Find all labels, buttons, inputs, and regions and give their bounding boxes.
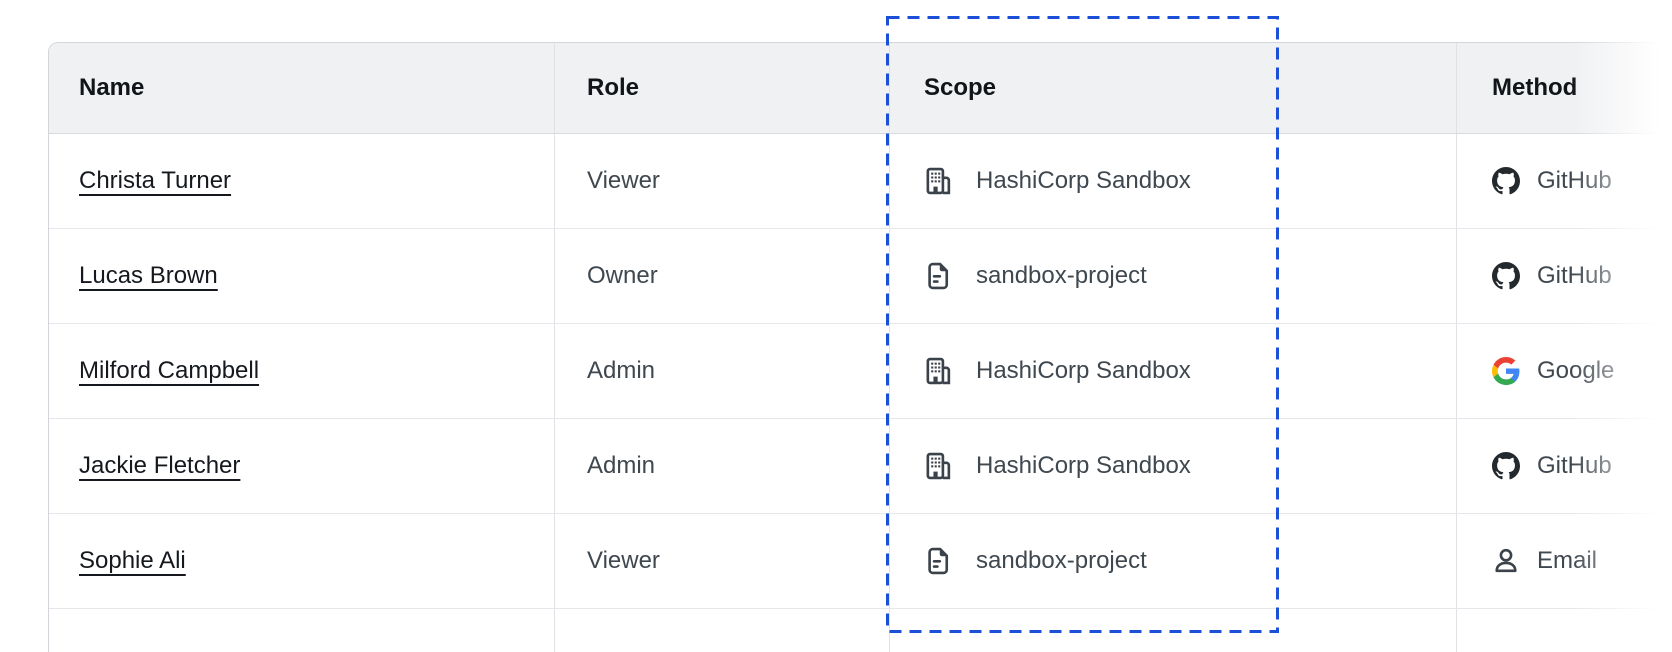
member-name-link[interactable]: Milford Campbell — [79, 357, 260, 384]
person-icon — [1492, 547, 1520, 575]
scope-cell: sandbox-project — [889, 229, 1456, 323]
method-cell: GitHub — [1456, 419, 1672, 513]
column-header-label: Scope — [924, 74, 997, 101]
column-header-label: Role — [587, 74, 640, 101]
name-cell: Milford Campbell — [49, 324, 554, 418]
organization-icon — [924, 167, 952, 195]
column-header-role: Role — [554, 43, 889, 133]
file-icon — [924, 547, 952, 575]
role-label: Owner — [587, 262, 658, 289]
member-name-link[interactable]: Sophie Ali — [79, 547, 186, 574]
scope-label: HashiCorp Sandbox — [976, 452, 1191, 479]
role-cell: Viewer — [554, 134, 889, 228]
method-label: GitHub — [1537, 262, 1612, 289]
role-cell: Admin — [554, 324, 889, 418]
scope-label: HashiCorp Sandbox — [976, 167, 1191, 194]
github-icon — [1492, 452, 1520, 480]
organization-icon — [924, 357, 952, 385]
method-cell: Email — [1456, 514, 1672, 608]
scope-cell: HashiCorp Sandbox — [889, 419, 1456, 513]
table-row: Lucas Brown Owner — [49, 229, 1672, 324]
scope-label: HashiCorp Sandbox — [976, 357, 1191, 384]
member-name-link[interactable]: Jackie Fletcher — [79, 452, 241, 479]
method-label: GitHub — [1537, 167, 1612, 194]
column-header-method: Method — [1456, 43, 1672, 133]
method-label: GitHub — [1537, 452, 1612, 479]
table-row: Milford Campbell Admin — [49, 324, 1672, 419]
role-label: Admin — [587, 357, 656, 384]
column-header-label: Method — [1492, 74, 1578, 101]
name-cell: Jackie Fletcher — [49, 419, 554, 513]
method-label: Email — [1537, 547, 1598, 574]
method-label: Google — [1537, 357, 1615, 384]
organization-icon — [924, 452, 952, 480]
table-header-row: Name Role Scope Method — [49, 43, 1672, 134]
members-table: Name Role Scope Method Christa Turner Vi… — [48, 42, 1672, 652]
method-cell: GitHub — [1456, 134, 1672, 228]
role-label: Viewer — [587, 547, 660, 574]
member-name-link[interactable]: Christa Turner — [79, 167, 232, 194]
google-icon — [1492, 357, 1520, 385]
method-cell: GitHub — [1456, 229, 1672, 323]
method-cell: Google — [1456, 324, 1672, 418]
scope-cell: HashiCorp Sandbox — [889, 134, 1456, 228]
member-name-link[interactable]: Lucas Brown — [79, 262, 218, 289]
role-label: Viewer — [587, 167, 660, 194]
scope-label: sandbox-project — [976, 262, 1147, 289]
role-cell: Admin — [554, 419, 889, 513]
github-icon — [1492, 167, 1520, 195]
role-cell: Viewer — [554, 514, 889, 608]
scope-cell: sandbox-project — [889, 514, 1456, 608]
column-header-name: Name — [49, 43, 554, 133]
scope-label: sandbox-project — [976, 547, 1147, 574]
name-cell: Christa Turner — [49, 134, 554, 228]
column-header-scope: Scope — [889, 43, 1456, 133]
role-label: Admin — [587, 452, 656, 479]
github-icon — [1492, 262, 1520, 290]
scope-cell: HashiCorp Sandbox — [889, 324, 1456, 418]
table-row: Sophie Ali Viewer — [49, 514, 1672, 609]
name-cell: Sophie Ali — [49, 514, 554, 608]
name-cell: Lucas Brown — [49, 229, 554, 323]
role-cell: Owner — [554, 229, 889, 323]
column-header-label: Name — [79, 74, 145, 101]
table-row-partial — [49, 609, 1672, 652]
file-icon — [924, 262, 952, 290]
table-row: Christa Turner Viewer — [49, 134, 1672, 229]
table-row: Jackie Fletcher Admin — [49, 419, 1672, 514]
